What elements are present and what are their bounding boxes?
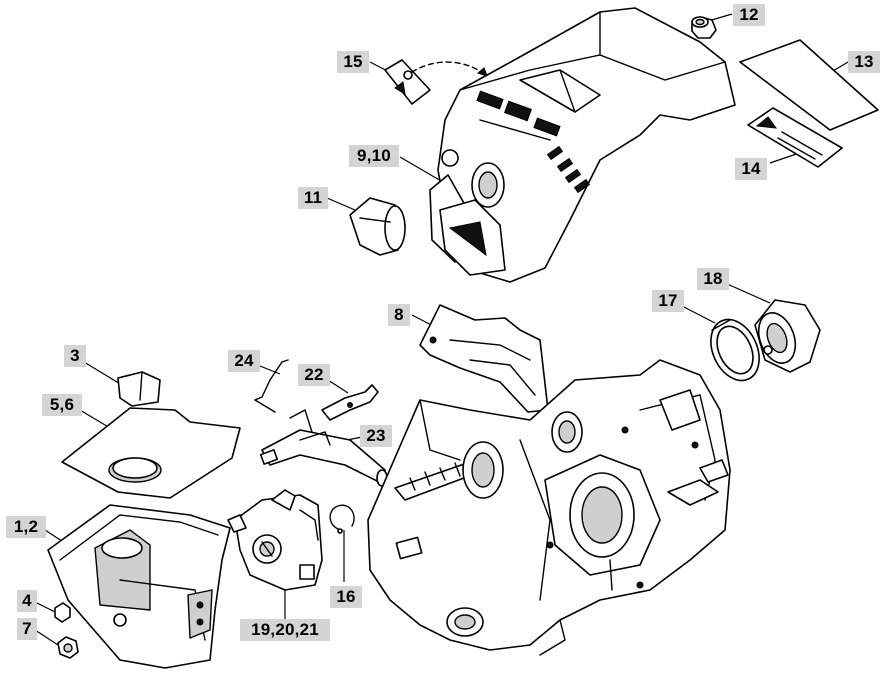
callout-19-20-21: 19,20,21 [240,619,330,641]
baffle-part-8 [419,304,549,413]
callout-24: 24 [228,350,260,372]
crankcase-housing [367,359,731,656]
leader-lines [34,13,849,646]
air-box-1-2 [47,504,231,669]
callout-4: 4 [17,590,37,612]
top-cover-9-10 [429,7,736,283]
callout-11: 11 [298,187,328,209]
callout-5-6: 5,6 [42,394,82,416]
circlip-part-16 [329,504,355,534]
bracket-part-22 [321,384,379,421]
plug-part-12 [691,16,717,39]
callout-7: 7 [17,618,37,640]
clip-part-3 [117,371,161,407]
rod-part-24 [254,359,289,413]
carburetor-19-21 [227,489,323,591]
callout-17: 17 [652,290,684,312]
nut-part-7 [57,636,79,659]
label-decal-15 [384,59,488,105]
decal-sheet-13 [739,39,879,131]
ring-part-17 [710,318,760,382]
callout-13: 13 [848,51,880,73]
callout-12: 12 [733,4,765,26]
callout-14: 14 [735,158,767,180]
manifold-part-18 [754,299,821,373]
warning-decal-14 [747,107,843,168]
callout-3: 3 [64,345,86,367]
callout-15: 15 [337,51,369,73]
filter-plate-5-6 [61,407,241,499]
callout-22: 22 [298,364,330,386]
callout-8: 8 [388,304,410,326]
shaft-part-23 [259,408,388,487]
callout-23: 23 [360,425,392,447]
knob-part-11 [349,197,406,256]
callout-16: 16 [330,586,362,608]
nut-part-4 [54,602,71,623]
callout-18: 18 [697,268,729,290]
callout-1-2: 1,2 [6,516,46,538]
callout-9-10: 9,10 [349,145,399,167]
